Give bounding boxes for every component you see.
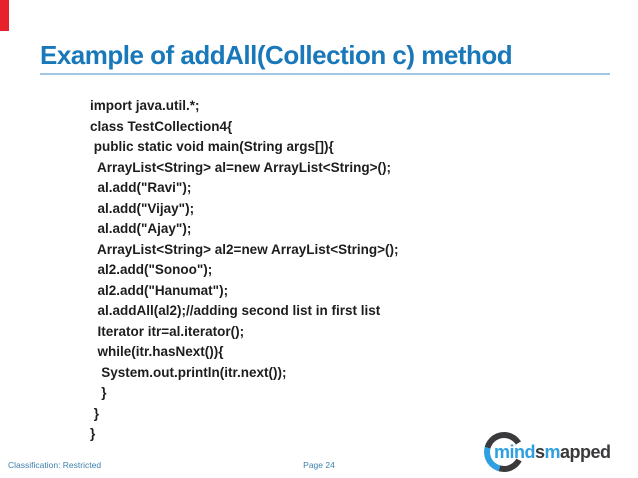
classification-label: Classification: Restricted [8,460,102,470]
page-number: Page 24 [303,460,335,470]
code-block: import java.util.*; class TestCollection4… [90,96,398,445]
title-underline [40,73,610,75]
code-line: al2.add("Sonoo"); [90,262,213,277]
code-line: } [90,405,100,421]
logo-wordmark: mindsmapped [494,442,611,463]
logo-ring-icon [484,432,524,472]
logo-text-apped: apped [560,442,611,462]
logo-text-s: s [535,442,545,462]
code-line: System.out.println(itr.next()); [90,364,287,380]
red-accent-bar [0,0,9,31]
code-line: al.add("Vijay"); [90,200,195,216]
logo-ring-hole [490,438,518,466]
code-line: ArrayList<String> al=new ArrayList<Strin… [90,159,391,175]
code-line: while(itr.hasNext()){ [90,344,224,359]
logo-text-m: m [544,442,561,462]
mindsmapped-logo: mindsmapped [484,430,634,476]
code-line: al.add("Ravi"); [90,180,192,195]
code-line: } [90,385,107,400]
code-line: class TestCollection4{ [90,118,233,134]
code-line: al.addAll(al2);//adding second list in f… [90,303,381,318]
logo-text-mind: mind [494,442,536,462]
code-line: al2.add("Hanumat"); [90,282,229,298]
page-title: Example of addAll(Collection c) method [40,40,513,70]
code-line: ArrayList<String> al2=new ArrayList<Stri… [90,241,399,257]
code-line: import java.util.*; [90,98,200,113]
code-line: } [90,426,96,441]
code-line: Iterator itr=al.iterator(); [90,323,245,339]
code-line: al.add("Ajay"); [90,221,192,236]
code-line: public static void main(String args[]){ [90,139,334,154]
